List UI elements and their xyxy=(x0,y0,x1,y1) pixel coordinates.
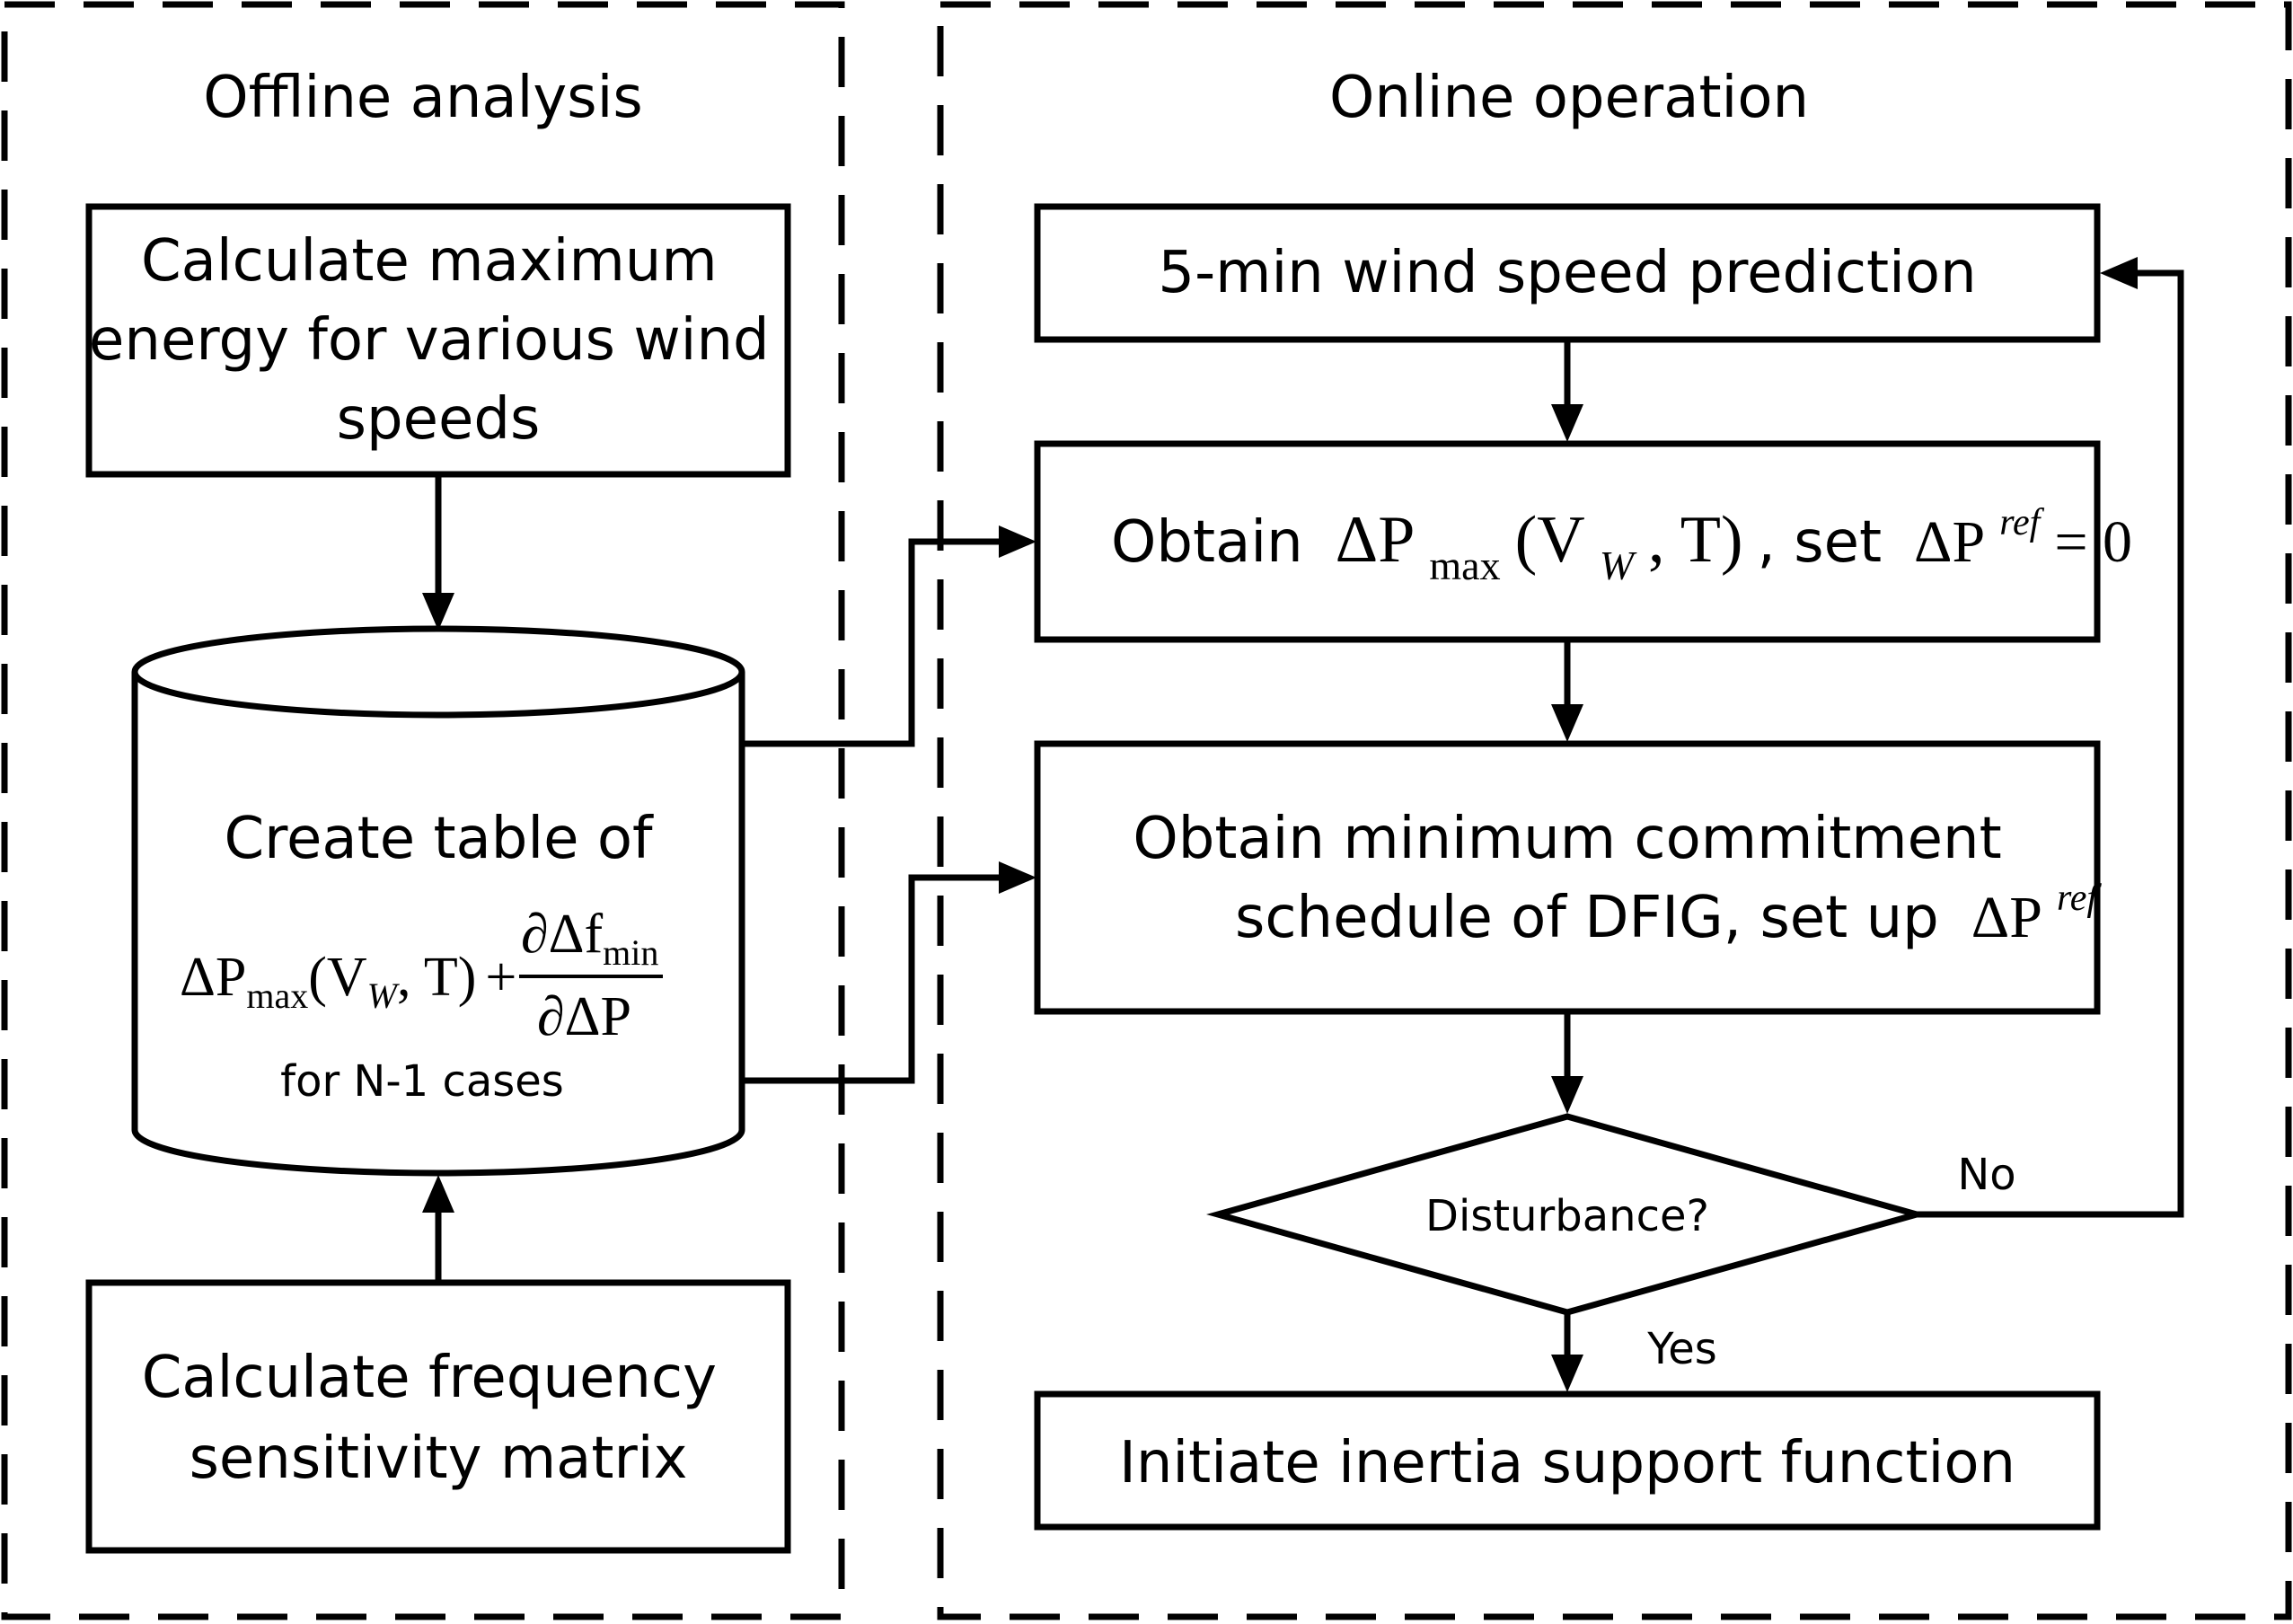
obtain-delta-p-label: Obtain ΔP max (V W , T) , set ΔP ref = 0 xyxy=(1111,483,2132,592)
formula-left-term: ΔPmax(VW, T)+ xyxy=(180,947,516,1016)
offline-panel-title: Offline analysis xyxy=(203,65,642,131)
offline-panel xyxy=(1,1,845,1620)
arrowhead-no-loop xyxy=(2100,257,2138,289)
table-footer: for N-1 cases xyxy=(280,1056,564,1107)
connector-table-to-commitment xyxy=(742,874,999,1084)
arrowhead-table-to-obtain xyxy=(999,525,1036,558)
arrowhead-commitment-to-decision xyxy=(1551,1076,1583,1114)
inertia-support-box xyxy=(1034,1390,2101,1531)
no-branch-label: No xyxy=(1957,1150,2015,1200)
commitment-schedule-line2: schedule of DFIG, set up ΔP ref xyxy=(1235,878,2102,951)
frequency-sensitivity-box xyxy=(85,1279,791,1554)
table-cylinder xyxy=(131,625,745,1177)
connector-no-loop xyxy=(1917,269,2184,1218)
arrowhead-freq-to-table xyxy=(422,1175,454,1213)
arrowhead-energy-to-table xyxy=(422,593,454,631)
wind-prediction-box xyxy=(1034,203,2101,343)
max-energy-label: Calculate maximum energy for various win… xyxy=(89,228,788,453)
table-title: Create table of xyxy=(224,806,654,872)
yes-branch-label: Yes xyxy=(1646,1324,1716,1374)
arrowhead-yes xyxy=(1551,1355,1583,1392)
online-panel-title: Online operation xyxy=(1329,65,1809,131)
inertia-support-label: Initiate inertia support function xyxy=(1119,1430,2015,1496)
arrowhead-prediction-to-obtain xyxy=(1551,404,1583,442)
online-panel xyxy=(937,1,2292,1620)
disturbance-decision-label: Disturbance? xyxy=(1425,1191,1709,1241)
arrowhead-table-to-commitment xyxy=(999,861,1036,894)
commitment-schedule-line1: Obtain minimum commitment xyxy=(1133,806,2001,872)
frequency-sensitivity-label: Calculate frequency sensitivity matrix xyxy=(142,1345,736,1492)
commitment-schedule-box xyxy=(1034,740,2101,1015)
formula-denominator: ∂ΔP xyxy=(537,986,631,1047)
wind-prediction-label: 5-min wind speed prediction xyxy=(1158,240,1976,306)
arrowhead-obtain-to-commitment xyxy=(1551,704,1583,742)
formula-numerator: ∂Δfmin xyxy=(521,904,658,973)
connector-table-to-obtain xyxy=(742,538,999,747)
obtain-delta-p-box xyxy=(1034,440,2101,643)
table-formula: ΔPmax(VW, T)+ ∂Δfmin ∂ΔP xyxy=(180,904,663,1047)
